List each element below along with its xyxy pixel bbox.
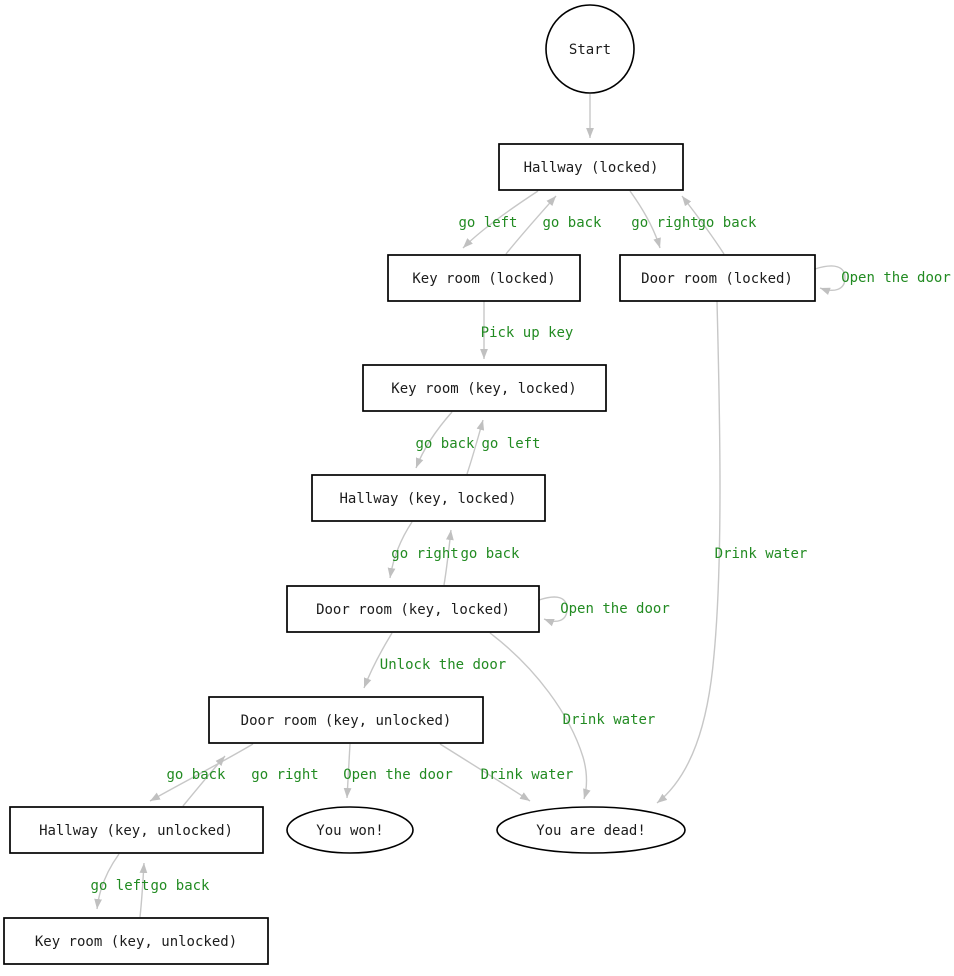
you-are-dead-ellipse: [496, 806, 686, 854]
node-door-room-key-locked: Door room (key, locked): [286, 585, 540, 633]
edge-label-go-back-5: go back: [166, 767, 226, 783]
node-hallway-key-locked-label: Hallway (key, locked): [339, 491, 516, 507]
node-you-won: You won!: [286, 806, 414, 854]
edge-doorroomkey-openthedoor-selfloop: [538, 596, 568, 627]
node-start-label: Start: [569, 42, 611, 58]
you-won-ellipse: [286, 806, 414, 854]
edge-doorroomkey-to-dead-drinkwater: [489, 632, 591, 800]
edge-label-go-right-1: go right: [631, 215, 698, 231]
hallway-key-unlocked-box: [9, 806, 264, 854]
node-door-room-key-unlocked: Door room (key, unlocked): [208, 696, 484, 744]
edge-label-go-back-4: go back: [460, 546, 520, 562]
edge-label-open-the-door-1: Open the door: [841, 270, 951, 286]
edge-doorroomunlocked-to-dead-drinkwater: [439, 743, 531, 802]
edge-label-go-back-6: go back: [150, 878, 210, 894]
start-circle: [545, 4, 635, 94]
node-door-room-key-locked-label: Door room (key, locked): [316, 602, 510, 618]
edge-labels: go left go back go right go back Open th…: [90, 215, 950, 894]
node-hallway-locked: Hallway (locked): [498, 143, 684, 191]
node-key-room-key-locked: Key room (key, locked): [362, 364, 607, 412]
edge-keyroom-to-hallway-goback: [505, 195, 557, 255]
edge-label-go-left-1: go left: [458, 215, 517, 231]
node-door-room-key-unlocked-label: Door room (key, unlocked): [241, 713, 452, 729]
edge-doorroom-to-dead-drinkwater: [656, 300, 721, 804]
edge-doorroomunlocked-to-hallwayunlocked-goback: [149, 743, 254, 802]
edge-doorroomkey-to-hallwaykey-goback: [443, 529, 454, 586]
edge-label-open-the-door-3: Open the door: [343, 767, 453, 783]
hallway-locked-box: [498, 143, 684, 191]
edge-label-drink-water-3: Drink water: [481, 767, 574, 783]
edge-hallwaykey-to-doorroomkey-goright: [387, 521, 413, 579]
edge-doorroomkey-unlockthedoor: [363, 632, 393, 689]
door-room-locked-box: [619, 254, 816, 302]
key-room-key-unlocked-box: [3, 917, 269, 965]
edge-label-go-left-2: go left: [481, 436, 540, 452]
node-hallway-key-unlocked: Hallway (key, unlocked): [9, 806, 264, 854]
node-key-room-key-unlocked-label: Key room (key, unlocked): [35, 934, 237, 950]
edge-label-drink-water-2: Drink water: [563, 712, 656, 728]
nodes: Start Hallway (locked) Key room (locked)…: [3, 4, 816, 965]
edge-label-go-back-2: go back: [697, 215, 757, 231]
key-room-locked-box: [387, 254, 581, 302]
edge-hallway-to-keyroom-goleft: [462, 190, 539, 249]
key-room-key-locked-box: [362, 364, 607, 412]
node-you-are-dead-label: You are dead!: [536, 823, 646, 839]
node-door-room-locked-label: Door room (locked): [641, 271, 793, 287]
node-key-room-locked: Key room (locked): [387, 254, 581, 302]
edge-label-go-right-2: go right: [391, 546, 458, 562]
edge-doorroomunlocked-to-won-openthedoor: [343, 743, 352, 799]
edge-label-drink-water-1: Drink water: [715, 546, 808, 562]
node-key-room-locked-label: Key room (locked): [412, 271, 555, 287]
edge-keyroomkey-to-hallwaykey-goback: [415, 411, 453, 469]
edge-label-go-left-3: go left: [90, 878, 149, 894]
edge-keyroomunlocked-to-hallwayunlocked-goback: [139, 862, 148, 918]
door-room-key-locked-box: [286, 585, 540, 633]
edge-hallwaykey-to-keyroomkey-goleft: [466, 419, 485, 475]
edge-hallway-to-doorroom-goright: [629, 190, 661, 249]
node-you-won-label: You won!: [316, 823, 383, 839]
edge-doorroom-openthedoor-selfloop: [814, 265, 846, 296]
edge-label-unlock-the-door: Unlock the door: [380, 657, 506, 673]
node-hallway-locked-label: Hallway (locked): [524, 160, 659, 176]
edges: [94, 94, 846, 918]
edge-label-open-the-door-2: Open the door: [560, 601, 670, 617]
door-room-key-unlocked-box: [208, 696, 484, 744]
node-hallway-key-locked: Hallway (key, locked): [311, 474, 546, 522]
node-door-room-locked: Door room (locked): [619, 254, 816, 302]
edge-label-go-right-3: go right: [251, 767, 318, 783]
node-key-room-key-unlocked: Key room (key, unlocked): [3, 917, 269, 965]
node-hallway-key-unlocked-label: Hallway (key, unlocked): [39, 823, 233, 839]
edge-hallwayunlocked-to-keyroomunlocked-goleft: [94, 853, 120, 910]
node-start: Start: [545, 4, 635, 94]
node-you-are-dead: You are dead!: [496, 806, 686, 854]
edge-hallwayunlocked-to-doorroomunlocked-goright: [182, 755, 226, 807]
edge-label-go-back-1: go back: [542, 215, 602, 231]
node-key-room-key-locked-label: Key room (key, locked): [391, 381, 576, 397]
edge-label-go-back-3: go back: [415, 436, 475, 452]
edge-label-pick-up-key: Pick up key: [481, 325, 574, 341]
hallway-key-locked-box: [311, 474, 546, 522]
edge-doorroom-to-hallway-goback: [681, 195, 725, 255]
